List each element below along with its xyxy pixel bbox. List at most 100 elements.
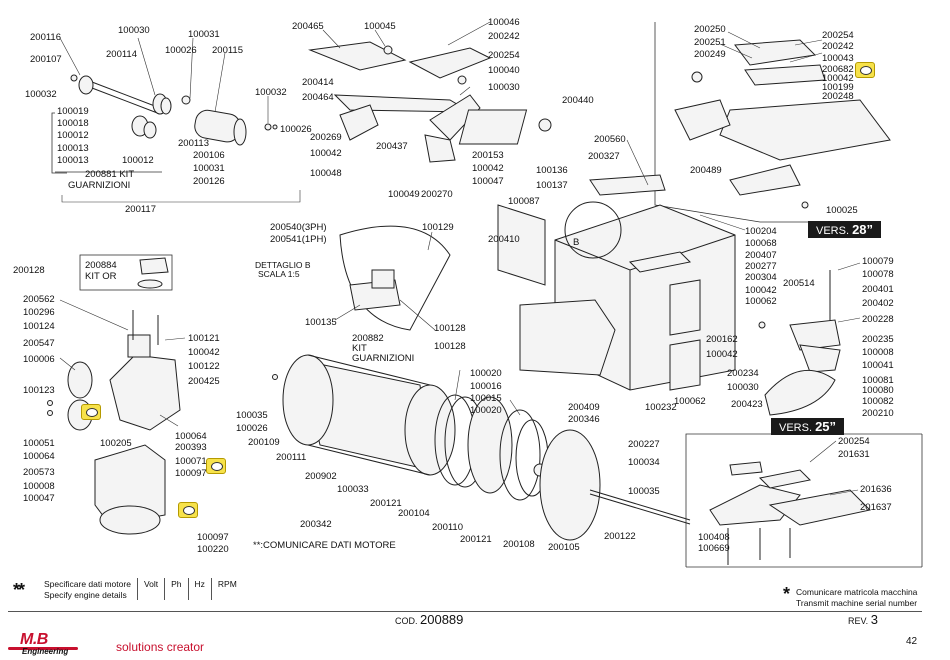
part-label: 200902 (305, 471, 337, 482)
part-label: 100669 (698, 543, 730, 554)
part-label: 100204 (745, 226, 777, 237)
group-shaft-bearings (51, 37, 278, 174)
cod-label: COD. (395, 616, 418, 626)
part-label: 200106 (193, 150, 225, 161)
part-label: 100081 (862, 375, 894, 386)
part-label: 100030 (488, 82, 520, 93)
part-label: 200251 (694, 37, 726, 48)
specify-italian: Specificare dati motore (38, 578, 138, 589)
group-drum (272, 354, 691, 541)
part-label: 200342 (300, 519, 332, 530)
part-label: 100041 (862, 360, 894, 371)
group-cabinet-labels: 200560 200327 100136 100137 100087 20041… (488, 134, 777, 425)
part-label: 100042 (188, 347, 220, 358)
part-label: 100220 (197, 544, 229, 555)
part-label: 200489 (690, 165, 722, 176)
group-drum-labels: 100035 100026 200109 200111 200902 10003… (236, 368, 660, 553)
part-label: KIT (352, 343, 367, 354)
part-label: 100033 (337, 484, 369, 495)
page-number: 42 (906, 636, 918, 647)
part-label: 100042 (822, 73, 854, 84)
part-label: 100031 (193, 163, 225, 174)
part-label: 100087 (508, 196, 540, 207)
part-label: 200425 (188, 376, 220, 387)
rev-value: 3 (870, 612, 878, 627)
group-motor (47, 254, 186, 535)
part-label: 200116 (30, 32, 61, 43)
part-label: 100043 (822, 53, 854, 64)
part-label: 100045 (364, 21, 396, 32)
part-label: 200242 (488, 31, 520, 42)
part-label: 100079 (862, 256, 894, 267)
part-label: 200248 (822, 91, 854, 102)
part-label: 201631 (838, 449, 870, 460)
version-badge-25: VERS. 25” (771, 418, 845, 435)
part-label: 100051 (23, 438, 55, 449)
part-label: 200254 (838, 436, 870, 447)
part-label: 100128 (434, 323, 466, 334)
part-label: 201637 (860, 502, 892, 513)
part-label: 200162 (706, 334, 738, 345)
part-label: 100097 (197, 532, 229, 543)
part-label: 200122 (604, 531, 636, 542)
part-label: 200346 (568, 414, 600, 425)
part-label: 200423 (731, 399, 763, 410)
comment-annotation-icon[interactable] (178, 502, 198, 518)
detail-title: DETTAGLIO B (255, 260, 311, 270)
part-label: 200465 (292, 21, 324, 32)
col-rpm: RPM (217, 578, 237, 589)
footer-divider (8, 611, 922, 612)
part-label: 200407 (745, 250, 777, 261)
part-label: 100018 (57, 118, 89, 129)
part-label: 200254 (488, 50, 520, 61)
part-label: 100025 (826, 205, 858, 216)
version-prefix: VERS. (779, 422, 813, 434)
part-label: 100078 (862, 269, 894, 280)
serial-number-note: Comunicare matricola macchina Transmit m… (796, 587, 917, 609)
group-cabinet (497, 139, 746, 391)
part-label: 100097 (175, 468, 207, 479)
part-label: 200210 (862, 408, 894, 419)
part-label: 100049 (388, 189, 420, 200)
note-english: Transmit machine serial number (796, 598, 918, 608)
part-label: 200682 (822, 64, 854, 75)
part-label: 200402 (862, 298, 894, 309)
comment-annotation-icon[interactable] (206, 458, 226, 474)
part-label: 100020 (470, 405, 502, 416)
part-label: 100064 (23, 451, 55, 462)
part-label: 100019 (57, 106, 89, 117)
group-detail-b (334, 225, 451, 331)
detail-letter: B (573, 237, 579, 248)
part-label: 200121 (370, 498, 402, 509)
part-label: 100199 (822, 82, 854, 93)
kit-label: 200881 KIT (85, 169, 134, 180)
cod-value: 200889 (420, 612, 464, 627)
part-label: 200440 (562, 95, 594, 106)
part-label: 100071 (175, 456, 207, 467)
kit-label: KIT OR (85, 271, 117, 282)
part-label: 100016 (470, 381, 502, 392)
detail-scale: SCALA 1:5 (258, 269, 300, 279)
comment-annotation-icon[interactable] (81, 404, 101, 420)
part-label: 200414 (302, 77, 334, 88)
part-label: 100232 (645, 402, 677, 413)
part-label: 200113 (178, 138, 209, 149)
part-label: 100042 (310, 148, 342, 159)
part-label: 200104 (398, 508, 430, 519)
part-label: 100026 (165, 45, 197, 56)
tagline: solutions creator (116, 640, 205, 654)
version-badge-28: VERS. 28” (808, 221, 882, 238)
part-label: 100062 (674, 396, 706, 407)
part-label: 100013 (57, 143, 89, 154)
part-label: 100408 (698, 532, 730, 543)
part-label: 200562 (23, 294, 55, 305)
part-label: 200410 (488, 234, 520, 245)
part-label: 100048 (310, 168, 342, 179)
part-label: 100008 (23, 481, 55, 492)
part-label: 100062 (745, 296, 777, 307)
part-label: 200327 (588, 151, 620, 162)
version-value: 28” (852, 222, 874, 237)
part-label: 200573 (23, 467, 55, 478)
comment-annotation-icon[interactable] (855, 62, 875, 78)
part-label: 100121 (188, 333, 220, 344)
